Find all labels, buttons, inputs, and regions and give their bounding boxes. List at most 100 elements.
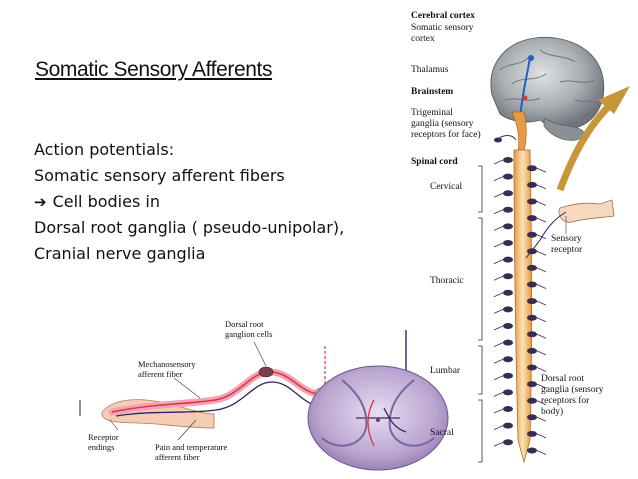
hand-with-receptor [525, 199, 615, 259]
ganglion-nerve [493, 309, 504, 314]
ganglion [527, 414, 537, 421]
segment-brackets [478, 165, 483, 463]
ganglion-nerve [536, 450, 547, 455]
ganglion [527, 397, 537, 404]
ganglion [503, 256, 513, 263]
label-receptor-1: Receptor [88, 432, 119, 442]
trigeminal-ganglion [494, 135, 517, 143]
ganglion-nerve [536, 400, 547, 406]
slide-body: Action potentials: Somatic sensory affer… [34, 137, 454, 267]
ganglion-nerve [493, 325, 504, 331]
ganglion [527, 298, 537, 305]
body-line-1: Action potentials: [34, 140, 175, 159]
ganglion [503, 206, 513, 213]
ganglion [527, 447, 537, 454]
label-mechanosensory-2: afferent fiber [138, 369, 183, 379]
ganglion [527, 381, 537, 388]
brainstem [511, 111, 527, 153]
ganglion [503, 273, 513, 280]
ganglion [503, 389, 513, 396]
label-mechanosensory-1: Mechanosensory [138, 359, 196, 369]
ganglion-nerve [493, 209, 504, 215]
label-drg-4: body) [541, 407, 564, 417]
ganglion-nerve [536, 284, 547, 289]
brain [490, 36, 605, 141]
ganglion-nerve [493, 441, 504, 447]
ganglion [503, 356, 513, 363]
label-trigeminal-2: ganglia (sensory [411, 119, 474, 129]
ganglion-nerve [493, 408, 504, 414]
ganglion-nerve [536, 217, 547, 223]
ganglion [503, 323, 513, 329]
ganglion-nerve [536, 350, 547, 356]
ganglion [527, 264, 537, 271]
ganglion-nerve [493, 242, 504, 248]
ganglion [527, 215, 537, 222]
ganglion-nerve [493, 176, 504, 181]
ganglion-nerve [536, 317, 547, 323]
ganglion [503, 240, 513, 246]
ganglion-nerve [536, 167, 547, 173]
ganglion [527, 231, 537, 238]
body-line-3: ➔ Cell bodies in [34, 189, 454, 215]
ganglion-nerve [536, 184, 547, 190]
label-brainstem: Brainstem [411, 87, 454, 97]
ganglion [527, 314, 537, 321]
ganglion [503, 173, 513, 180]
slide-title: Somatic Sensory Afferents [35, 58, 273, 81]
ganglion [527, 248, 537, 255]
label-cerebral-cortex: Cerebral cortex [411, 11, 475, 21]
ganglion [503, 372, 513, 379]
label-somatic-sensory-1: Somatic sensory [411, 23, 474, 33]
ganglion-nerve [536, 250, 547, 256]
label-sensory-receptor-1: Sensory [551, 234, 582, 244]
label-receptor-2: endings [88, 442, 115, 452]
label-pain-1: Pain and temperature [155, 442, 228, 452]
ganglion [527, 364, 537, 371]
ganglion-nerve [536, 333, 547, 339]
label-trigeminal-3: receptors for face) [411, 130, 481, 140]
ganglion [503, 157, 513, 163]
ganglion-nerve [493, 226, 504, 231]
ganglion [503, 422, 513, 429]
ganglion [527, 347, 537, 354]
ganglion [503, 306, 513, 313]
ganglion [503, 190, 513, 197]
ganglion [503, 223, 513, 230]
body-line-4: Dorsal root ganglia ( pseudo-unipolar), [34, 218, 345, 237]
ganglion-nerve [536, 367, 547, 372]
label-dorsal-root-2: ganglion cells [225, 329, 273, 339]
label-cervical: Cervical [430, 182, 463, 192]
label-drg-2: ganglia (sensory [541, 385, 604, 395]
ganglion-nerve [536, 201, 547, 206]
body-line-3-text: Cell bodies in [52, 192, 160, 211]
ganglion [527, 331, 537, 338]
ganglion-nerve [536, 300, 547, 306]
ganglion [527, 198, 537, 205]
body-line-5: Cranial nerve ganglia [34, 244, 206, 263]
label-spinal-cord: Spinal cord [411, 157, 458, 167]
label-thalamus: Thalamus [411, 65, 449, 75]
right-arrow-icon: ➔ [34, 193, 47, 211]
label-thoracic: Thoracic [430, 276, 464, 286]
dorsal-root-ganglia [493, 157, 547, 455]
ganglion-nerve [536, 383, 547, 389]
ganglion-nerve [493, 358, 504, 364]
ganglion-nerve [493, 259, 504, 264]
label-lumbar: Lumbar [430, 366, 461, 376]
label-dorsal-root-1: Dorsal root [225, 319, 264, 329]
ganglion-nerve [493, 392, 504, 397]
ganglion [527, 181, 537, 188]
ganglion-nerve [536, 433, 547, 439]
ganglion [527, 281, 537, 288]
ganglion-nerve [493, 159, 504, 165]
ganglion [527, 165, 537, 172]
ganglion-nerve [493, 292, 504, 298]
ganglion-nerve [493, 342, 504, 347]
body-line-2: Somatic sensory afferent fibers [34, 166, 285, 185]
ganglion-nerve [493, 425, 504, 430]
label-drg-3: receptors for [541, 396, 590, 406]
ganglion-nerve [493, 192, 504, 198]
